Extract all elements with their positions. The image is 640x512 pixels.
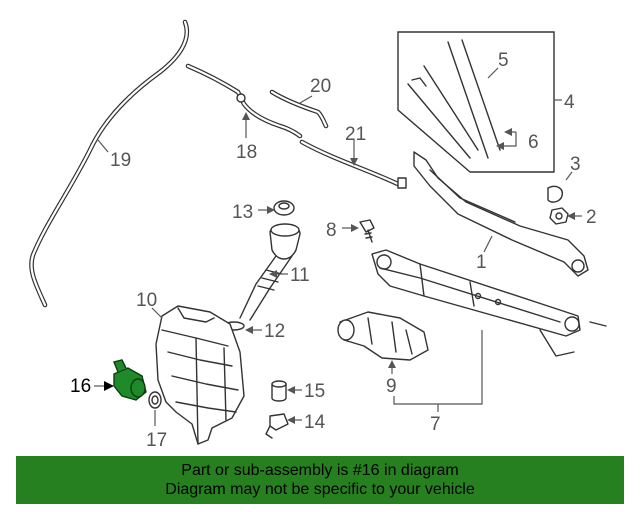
callout-14[interactable]: 14 (304, 412, 326, 433)
callout-8[interactable]: 8 (326, 220, 337, 241)
callout-9[interactable]: 9 (386, 376, 397, 397)
callout-20[interactable]: 20 (310, 76, 331, 97)
part-8-bolt[interactable] (359, 219, 375, 243)
callout-17[interactable]: 17 (146, 430, 167, 451)
part-2-nut[interactable] (549, 207, 569, 225)
part-1-wiper-arm[interactable] (413, 151, 589, 277)
callout-18[interactable]: 18 (236, 142, 257, 163)
callout-21[interactable]: 21 (345, 124, 366, 145)
callout-19[interactable]: 19 (110, 150, 131, 171)
callout-5[interactable]: 5 (498, 50, 509, 71)
callout-16[interactable]: 16 (70, 376, 91, 397)
part-9-wiper-motor[interactable] (337, 311, 429, 361)
callout-12[interactable]: 12 (264, 321, 285, 342)
part-20-hose[interactable] (269, 89, 329, 129)
callout-3[interactable]: 3 (570, 154, 581, 175)
callout-4[interactable]: 4 (564, 92, 575, 113)
callout-15[interactable]: 15 (304, 381, 325, 402)
part-15-cap[interactable] (271, 380, 287, 402)
callout-11[interactable]: 11 (290, 265, 310, 286)
info-banner: Part or sub-assembly is #16 in diagram D… (16, 456, 624, 504)
part-10-washer-reservoir[interactable] (155, 305, 245, 445)
callout-1[interactable]: 1 (476, 252, 487, 273)
callout-13[interactable]: 13 (232, 202, 253, 223)
banner-line-disclaimer: Diagram may not be specific to your vehi… (165, 481, 475, 498)
callout-7[interactable]: 7 (430, 414, 441, 435)
part-13-reservoir-cap[interactable] (273, 200, 295, 216)
part-21-hose[interactable] (299, 139, 407, 189)
part-7-wiper-linkage[interactable] (371, 249, 607, 357)
parts-diagram: 19 18 20 21 4 5 6 (29, 19, 607, 451)
part-14-level-sensor[interactable] (265, 413, 289, 439)
part-18-washer-hose[interactable] (185, 63, 303, 139)
part-17-grommet[interactable] (148, 391, 162, 409)
part-16-washer-pump[interactable] (113, 359, 147, 401)
part-19-washer-hose[interactable] (29, 19, 190, 308)
callout-2[interactable]: 2 (586, 207, 597, 228)
part-3-cap[interactable] (547, 185, 563, 203)
wiper-blade-inset (397, 31, 555, 173)
banner-line-part: Part or sub-assembly is #16 in diagram (181, 462, 459, 479)
callout-10[interactable]: 10 (136, 290, 157, 311)
part-11-filler-neck[interactable] (239, 223, 301, 321)
callout-6[interactable]: 6 (528, 132, 539, 153)
